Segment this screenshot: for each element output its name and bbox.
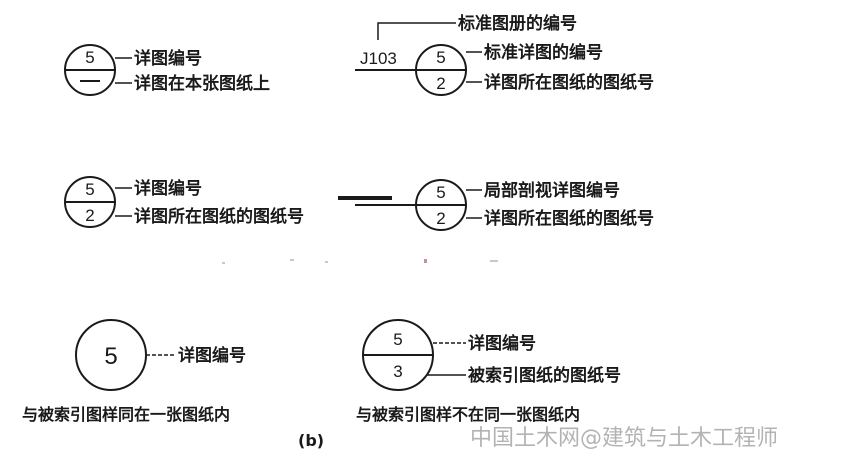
scan-artifacts <box>222 259 498 264</box>
label-standard-detail: 标准详图的编号 <box>484 42 603 63</box>
detail-number: 5 <box>85 48 94 67</box>
label-referenced-sheet: 被索引图纸的图纸号 <box>468 365 621 386</box>
symbol-section-detail: 5 2 局部剖视详图编号 详图所在图纸的图纸号 <box>338 179 654 231</box>
symbol-detail-same-sheet: 5 详图编号 详图在本张图纸上 <box>64 44 270 96</box>
label-detail-number: 详图编号 <box>178 345 246 366</box>
sheet-number: 2 <box>436 74 445 93</box>
detail-number: 5 <box>393 330 402 349</box>
atlas-leader <box>377 22 456 40</box>
sheet-number: 2 <box>436 209 445 228</box>
scan-speck <box>490 260 498 262</box>
label-atlas-number: 标准图册的编号 <box>458 13 577 34</box>
label-sheet-number: 详图所在图纸的图纸号 <box>484 72 654 93</box>
scan-speck <box>290 259 294 261</box>
caption-same-sheet: 与被索引图样同在一张图纸内 <box>22 405 230 424</box>
label-section-detail: 局部剖视详图编号 <box>484 180 620 201</box>
scan-speck <box>222 262 225 264</box>
detail-number: 5 <box>436 48 445 67</box>
symbol-other-sheet-index: 5 3 详图编号 被索引图纸的图纸号 与被索引图样不在同一张图纸内 <box>356 319 621 424</box>
figure-label: (b) <box>298 431 324 450</box>
label-same-sheet: 详图在本张图纸上 <box>134 73 270 94</box>
symbol-detail-other-sheet: 5 2 详图编号 详图所在图纸的图纸号 <box>64 176 304 228</box>
label-detail-number: 详图编号 <box>134 48 202 69</box>
label-detail-number: 详图编号 <box>134 178 202 199</box>
detail-number: 5 <box>104 343 117 370</box>
scan-speck <box>424 259 427 263</box>
sheet-number: 3 <box>393 362 402 381</box>
label-sheet-number: 详图所在图纸的图纸号 <box>484 208 654 229</box>
scan-speck <box>325 261 328 263</box>
symbol-standard-atlas: 标准图册的编号 J103 5 2 标准详图的编号 详图所在图纸的图纸号 <box>355 13 654 96</box>
label-sheet-number: 详图所在图纸的图纸号 <box>134 206 304 227</box>
watermark-text: 中国土木网@建筑与土木工程师 <box>470 426 778 451</box>
sheet-number: 2 <box>85 206 94 225</box>
atlas-code: J103 <box>360 49 397 68</box>
detail-number: 5 <box>436 183 445 202</box>
label-detail-number: 详图编号 <box>468 333 536 354</box>
caption-other-sheet: 与被索引图样不在同一张图纸内 <box>356 405 580 424</box>
symbol-same-sheet-index: 5 详图编号 与被索引图样同在一张图纸内 <box>22 319 246 424</box>
detail-number: 5 <box>85 180 94 199</box>
